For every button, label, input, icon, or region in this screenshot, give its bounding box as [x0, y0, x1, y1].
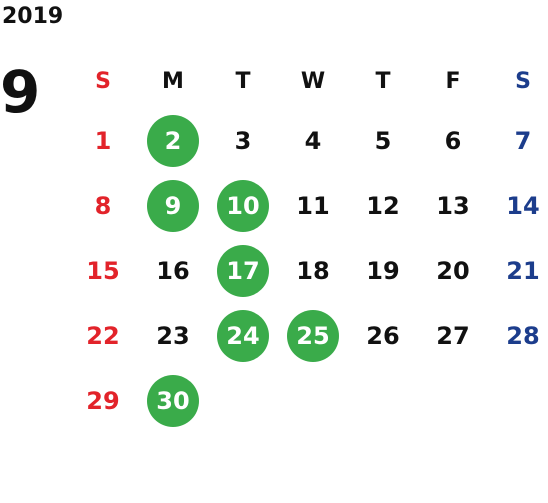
highlighted-day-label: 2	[147, 114, 199, 167]
day-cell[interactable]: 18	[278, 244, 348, 298]
day-label: 3	[234, 126, 252, 155]
month-number: 9	[0, 58, 41, 126]
day-cell[interactable]: 13	[418, 179, 488, 233]
day-cell[interactable]: 1	[68, 114, 138, 168]
day-label: 11	[296, 191, 330, 220]
day-cell[interactable]: 28	[488, 309, 548, 363]
weekday-header-tue: T	[235, 68, 251, 94]
day-cell[interactable]: 5	[348, 114, 418, 168]
day-cell[interactable]: 19	[348, 244, 418, 298]
week-row: 8 9 10 11 12 13 14	[68, 173, 548, 238]
day-label: 14	[506, 191, 540, 220]
day-label: 1	[94, 126, 112, 155]
day-cell[interactable]: 22	[68, 309, 138, 363]
day-cell[interactable]: 14	[488, 179, 548, 233]
day-label: 16	[156, 256, 190, 285]
day-label: 13	[436, 191, 470, 220]
empty-cell	[278, 374, 348, 428]
day-label: 4	[304, 126, 322, 155]
day-label: 5	[374, 126, 392, 155]
weekday-header-sat: S	[515, 68, 531, 94]
day-cell[interactable]: 8	[68, 179, 138, 233]
day-label: 28	[506, 321, 540, 350]
day-label: 27	[436, 321, 470, 350]
day-cell[interactable]: 27	[418, 309, 488, 363]
day-label: 20	[436, 256, 470, 285]
day-label: 19	[366, 256, 400, 285]
day-cell[interactable]: 11	[278, 179, 348, 233]
empty-cell	[418, 374, 488, 428]
weekday-header-sun: S	[95, 68, 111, 94]
day-cell[interactable]: 20	[418, 244, 488, 298]
highlighted-day-label: 9	[147, 179, 199, 232]
day-cell[interactable]: 12	[348, 179, 418, 233]
day-cell[interactable]: 2	[138, 114, 208, 168]
day-cell[interactable]: 16	[138, 244, 208, 298]
day-label: 7	[514, 126, 532, 155]
day-label: 21	[506, 256, 540, 285]
day-label: 22	[86, 321, 120, 350]
day-cell[interactable]: 4	[278, 114, 348, 168]
day-label: 6	[444, 126, 462, 155]
day-cell[interactable]: 21	[488, 244, 548, 298]
highlighted-day-label: 25	[287, 309, 339, 362]
day-cell[interactable]: 10	[208, 179, 278, 233]
highlighted-day-label: 24	[217, 309, 269, 362]
day-cell[interactable]: 24	[208, 309, 278, 363]
day-cell[interactable]: 3	[208, 114, 278, 168]
day-label: 23	[156, 321, 190, 350]
day-label: 15	[86, 256, 120, 285]
weekday-header-wed: W	[300, 68, 326, 94]
empty-cell	[208, 374, 278, 428]
day-cell[interactable]: 29	[68, 374, 138, 428]
day-cell[interactable]: 23	[138, 309, 208, 363]
day-label: 12	[366, 191, 400, 220]
highlighted-day-label: 30	[147, 374, 199, 427]
week-row: 15 16 17 18 19 20 21	[68, 238, 548, 303]
day-label: 18	[296, 256, 330, 285]
weekday-header-fri: F	[445, 68, 461, 94]
empty-cell	[488, 374, 548, 428]
day-cell[interactable]: 6	[418, 114, 488, 168]
year-label: 2019	[2, 4, 64, 29]
day-cell[interactable]: 17	[208, 244, 278, 298]
day-cell[interactable]: 15	[68, 244, 138, 298]
day-cell[interactable]: 9	[138, 179, 208, 233]
week-row: 22 23 24 25 26 27 28	[68, 303, 548, 368]
day-label: 26	[366, 321, 400, 350]
day-cell[interactable]: 30	[138, 374, 208, 428]
week-row: 29 30	[68, 368, 548, 433]
empty-cell	[348, 374, 418, 428]
highlighted-day-label: 17	[217, 244, 269, 297]
weekday-header-mon: M	[162, 68, 184, 94]
day-cell[interactable]: 26	[348, 309, 418, 363]
week-row: 1 2 3 4 5 6 7	[68, 108, 548, 173]
highlighted-day-label: 10	[217, 179, 269, 232]
day-cell[interactable]: 7	[488, 114, 548, 168]
day-cell[interactable]: 25	[278, 309, 348, 363]
day-label: 8	[94, 191, 112, 220]
weekday-header-thu: T	[375, 68, 391, 94]
day-label: 29	[86, 386, 120, 415]
